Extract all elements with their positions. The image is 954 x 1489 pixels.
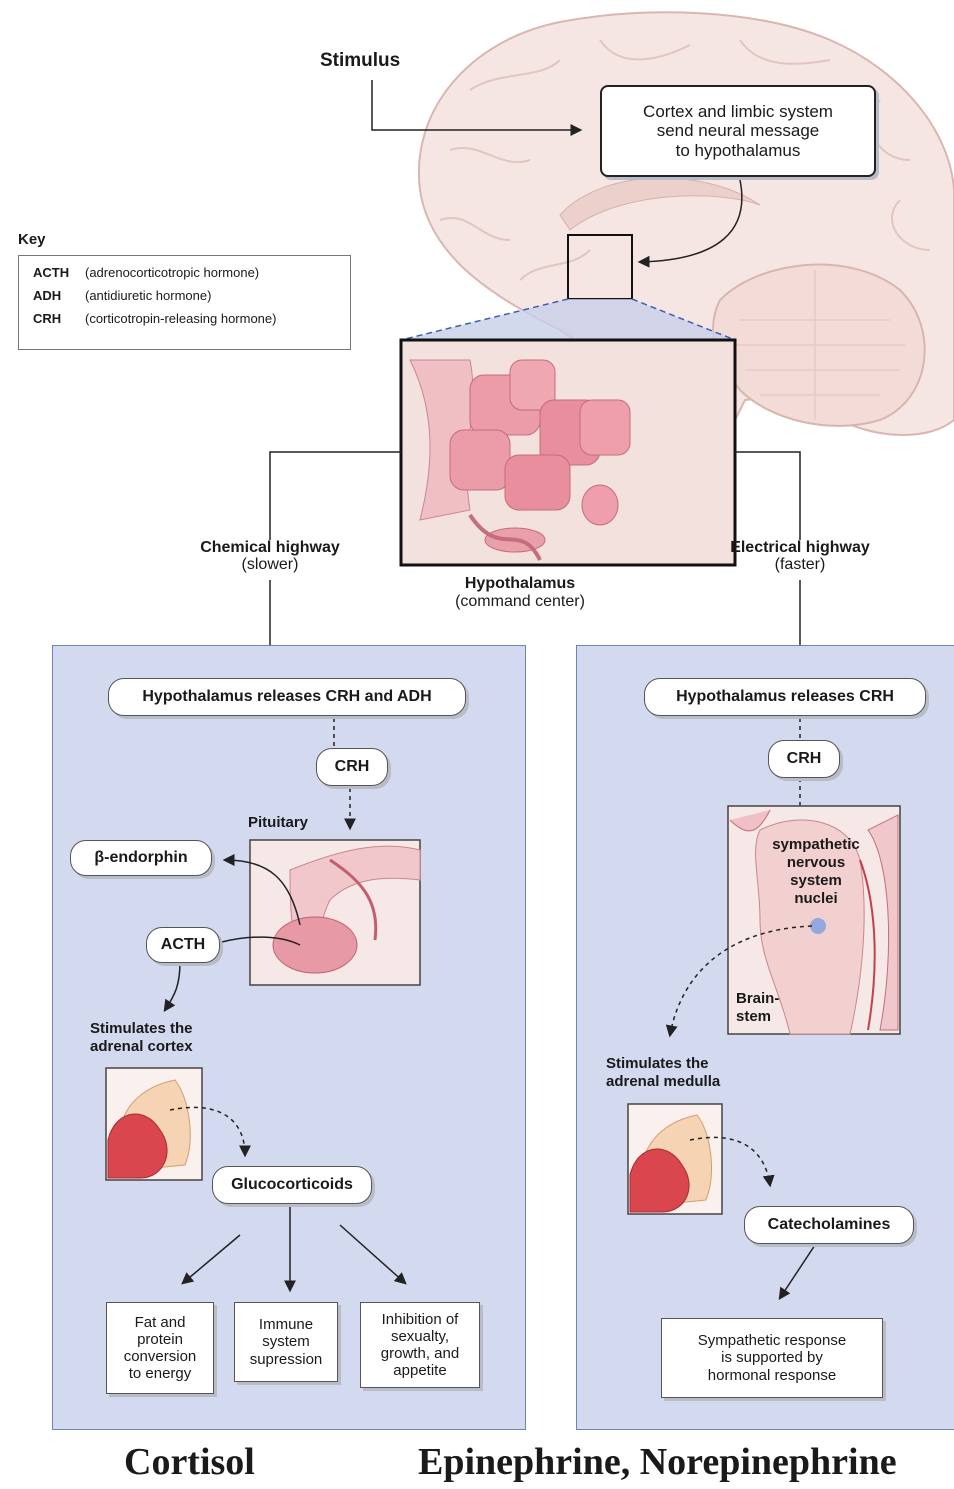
- nuclei-line: sympathetic: [756, 836, 876, 854]
- effect-line: growth, and: [381, 1345, 459, 1362]
- stimulates-line-2: adrenal cortex: [90, 1038, 193, 1056]
- response-line: is supported by: [721, 1349, 823, 1366]
- effect-line: supression: [250, 1351, 323, 1368]
- nuclei-line: system: [756, 872, 876, 890]
- electrical-highway-title: Electrical highway: [700, 540, 900, 557]
- effect-fat-protein-box: Fat and protein conversion to energy: [106, 1302, 214, 1394]
- stimulates-line-1: Stimulates the: [606, 1055, 720, 1073]
- catecholamines-box: Catecholamines: [744, 1206, 914, 1244]
- stimulus-label: Stimulus: [320, 50, 400, 72]
- electrical-highway-label: Electrical highway (faster): [700, 540, 900, 574]
- hypothalamus-title: Hypothalamus: [420, 575, 620, 593]
- key-row: ADH(antidiuretic hormone): [33, 288, 350, 311]
- effect-line: appetite: [393, 1362, 446, 1379]
- key-box: ACTH(adrenocorticotropic hormone) ADH(an…: [18, 255, 351, 350]
- effect-line: Immune: [259, 1316, 313, 1333]
- effect-line: system: [262, 1333, 310, 1350]
- chemical-highway-subtitle: (slower): [170, 557, 370, 574]
- cortex-line-3: to hypothalamus: [676, 141, 801, 161]
- effect-line: to energy: [129, 1365, 192, 1382]
- adrenal-medulla-illustration: [628, 1104, 722, 1214]
- cortisol-footer: Cortisol: [124, 1440, 255, 1484]
- effect-line: Fat and: [135, 1314, 186, 1331]
- adrenal-cortex-illustration: [106, 1068, 202, 1180]
- cortex-line-1: Cortex and limbic system: [643, 102, 833, 122]
- key-full: (corticotropin-releasing hormone): [85, 311, 276, 326]
- stimulates-line-1: Stimulates the: [90, 1020, 193, 1038]
- brainstem-line: Brain-: [736, 990, 779, 1008]
- chemical-highway-label: Chemical highway (slower): [170, 540, 370, 574]
- nuclei-line: nuclei: [756, 890, 876, 908]
- nuclei-line: nervous: [756, 854, 876, 872]
- chemical-release-box: Hypothalamus releases CRH and ADH: [108, 678, 466, 716]
- effect-line: Inhibition of: [382, 1311, 459, 1328]
- key-row: CRH(corticotropin-releasing hormone): [33, 311, 350, 334]
- key-abbr: ACTH: [33, 265, 85, 280]
- pituitary-illustration: [250, 840, 420, 985]
- stimulates-line-2: adrenal medulla: [606, 1073, 720, 1091]
- stimulates-adrenal-cortex-label: Stimulates the adrenal cortex: [90, 1020, 193, 1056]
- beta-endorphin-box: β-endorphin: [70, 840, 212, 876]
- electrical-highway-subtitle: (faster): [700, 557, 900, 574]
- sympathetic-nuclei-label: sympathetic nervous system nuclei: [756, 836, 876, 908]
- pituitary-label: Pituitary: [248, 814, 308, 831]
- cortex-message-box: Cortex and limbic system send neural mes…: [600, 85, 876, 177]
- effect-line: sexualty,: [391, 1328, 449, 1345]
- glucocorticoids-box: Glucocorticoids: [212, 1166, 372, 1204]
- key-full: (antidiuretic hormone): [85, 288, 211, 303]
- response-line: Sympathetic response: [698, 1332, 846, 1349]
- key-row: ACTH(adrenocorticotropic hormone): [33, 265, 350, 288]
- catecholamine-footer: Epinephrine, Norepinephrine: [418, 1440, 897, 1484]
- acth-box: ACTH: [146, 927, 220, 963]
- electrical-crh-box: CRH: [768, 740, 840, 778]
- hypothalamus-subtitle: (command center): [420, 593, 620, 611]
- key-title: Key: [18, 231, 46, 248]
- effect-line: protein: [137, 1331, 183, 1348]
- electrical-release-box: Hypothalamus releases CRH: [644, 678, 926, 716]
- key-abbr: ADH: [33, 288, 85, 303]
- response-line: hormonal response: [708, 1367, 836, 1384]
- cortex-line-2: send neural message: [657, 121, 820, 141]
- brainstem-label: Brain- stem: [736, 990, 779, 1026]
- key-full: (adrenocorticotropic hormone): [85, 265, 259, 280]
- effect-line: conversion: [124, 1348, 197, 1365]
- chemical-crh-box: CRH: [316, 748, 388, 786]
- chemical-highway-title: Chemical highway: [170, 540, 370, 557]
- key-abbr: CRH: [33, 311, 85, 326]
- effect-inhibition-box: Inhibition of sexualty, growth, and appe…: [360, 1302, 480, 1388]
- effect-immune-box: Immune system supression: [234, 1302, 338, 1382]
- brainstem-line: stem: [736, 1008, 779, 1026]
- hypothalamus-label: Hypothalamus (command center): [420, 575, 620, 610]
- sympathetic-response-box: Sympathetic response is supported by hor…: [661, 1318, 883, 1398]
- stimulates-adrenal-medulla-label: Stimulates the adrenal medulla: [606, 1055, 720, 1091]
